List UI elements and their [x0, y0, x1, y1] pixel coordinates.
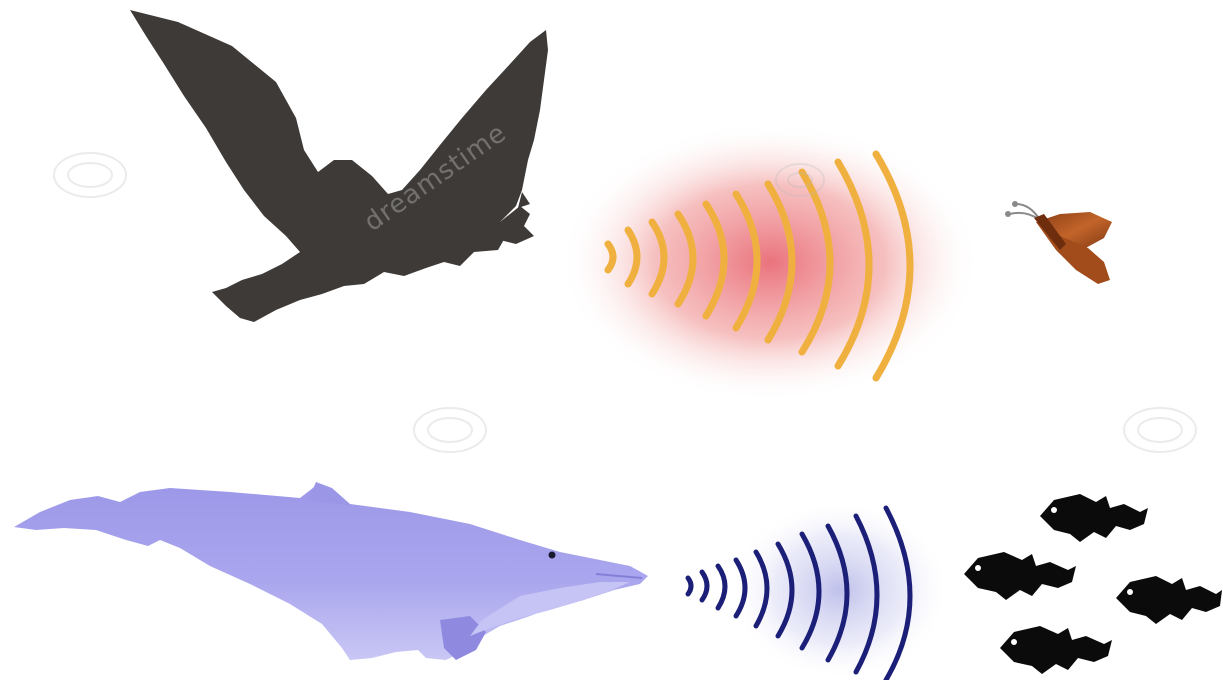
- dolphin-sonar-arc: [688, 578, 691, 594]
- dolphin-sonar-waves: [688, 500, 950, 680]
- bat: [130, 10, 548, 322]
- bat-sonar-glow: [560, 122, 980, 402]
- fish: [1116, 576, 1222, 624]
- fish: [1040, 494, 1148, 542]
- dolphin-sonar-arc: [718, 566, 725, 608]
- fish: [1000, 626, 1112, 674]
- moth-antenna-tip: [1005, 211, 1011, 217]
- dolphin-eye: [549, 552, 556, 559]
- bat-silhouette: [130, 10, 548, 322]
- dolphin-sonar-glow: [730, 500, 950, 680]
- moth: [1005, 201, 1112, 284]
- moth-antenna-tip: [1012, 201, 1018, 207]
- bat-sonar-waves: [560, 122, 980, 402]
- fish: [964, 552, 1076, 600]
- fish-school: [964, 494, 1222, 674]
- dolphin: [14, 482, 648, 660]
- dolphin-body: [14, 484, 648, 660]
- dolphin-sonar-arc: [702, 572, 707, 600]
